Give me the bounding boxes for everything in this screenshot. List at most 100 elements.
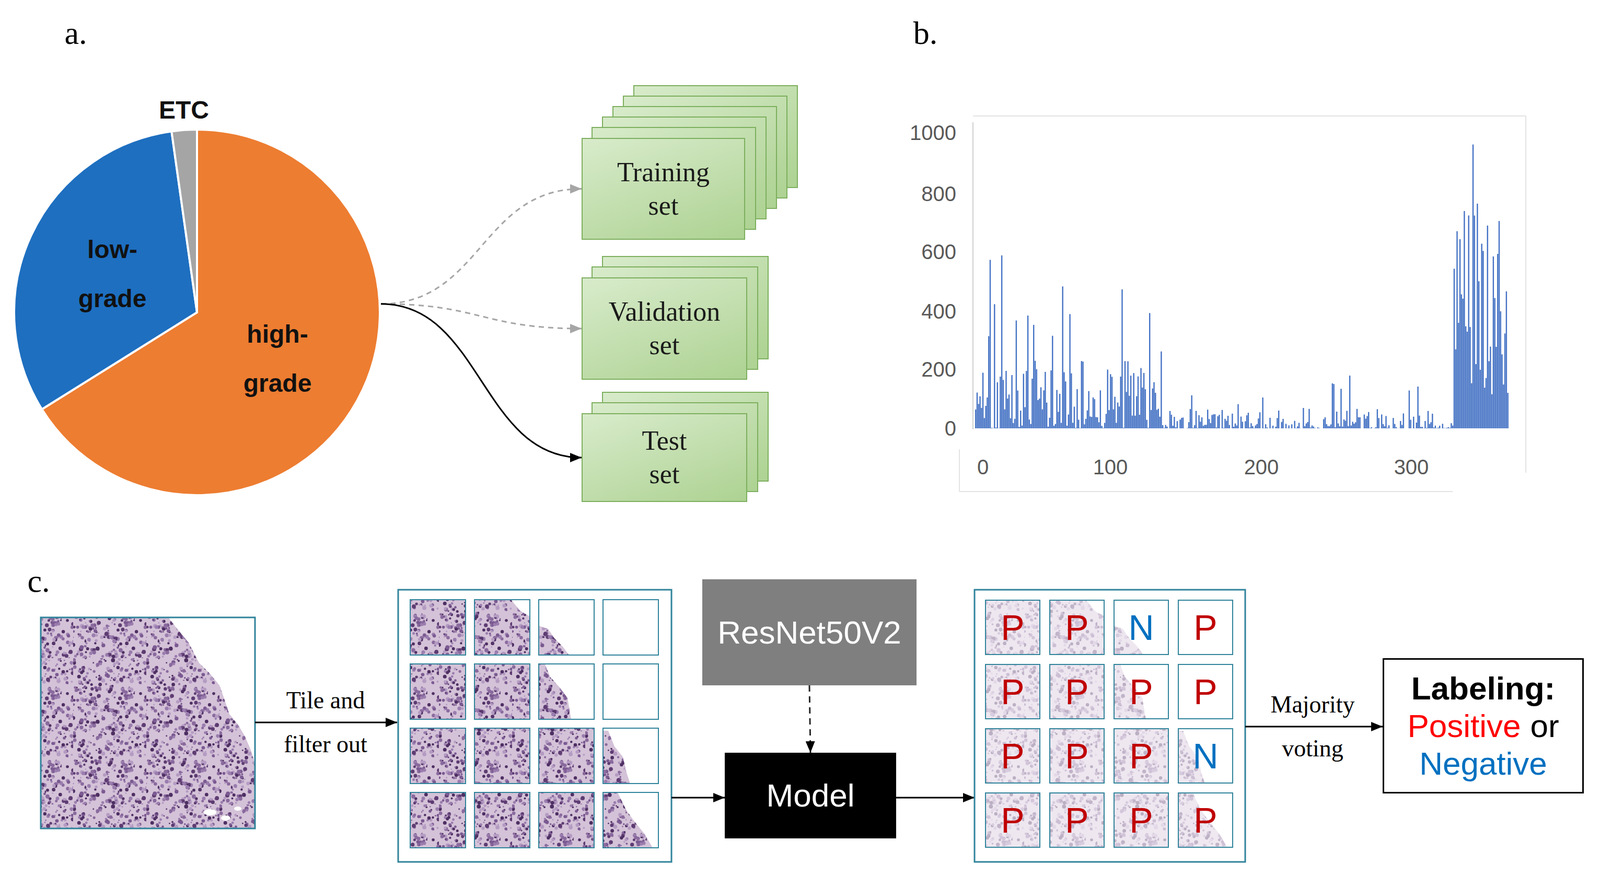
bar	[1137, 376, 1139, 429]
bar	[1195, 411, 1197, 429]
bar	[1064, 381, 1066, 429]
bar	[1100, 425, 1103, 429]
text-row: P	[1000, 606, 1025, 649]
tile-box: P	[984, 792, 1041, 849]
bar	[1132, 373, 1134, 429]
bar	[1198, 415, 1200, 429]
bar	[1229, 425, 1231, 429]
node-text: P	[1129, 670, 1153, 713]
bar	[1417, 386, 1419, 429]
tile-outline	[410, 599, 466, 656]
tile-outline	[603, 599, 659, 656]
bar	[1306, 422, 1308, 429]
bar	[1202, 425, 1204, 429]
bar	[1356, 409, 1358, 429]
bar	[1315, 428, 1317, 430]
bar	[1340, 388, 1342, 429]
bar	[1077, 420, 1080, 430]
bar	[1167, 428, 1169, 430]
bar	[1343, 419, 1345, 429]
bar	[1420, 426, 1422, 429]
bar	[1488, 361, 1490, 430]
tile-outline	[538, 792, 595, 849]
bar	[1095, 416, 1097, 429]
bar	[1111, 376, 1113, 429]
bar	[1105, 413, 1107, 429]
node-text: or	[1529, 707, 1559, 746]
panel-letter: a.	[64, 14, 87, 52]
bar	[1121, 289, 1123, 429]
tissue-tile	[1049, 792, 1105, 849]
tissue-tile	[474, 599, 530, 656]
node-content: P	[1064, 799, 1089, 842]
bar	[986, 397, 988, 429]
bar	[1345, 421, 1347, 430]
node-content: P	[1000, 735, 1025, 778]
bar	[1276, 418, 1278, 429]
bar	[988, 336, 990, 430]
bar	[1169, 411, 1171, 429]
text-row: Model	[766, 776, 855, 816]
bar	[1089, 416, 1091, 429]
bar	[1068, 414, 1070, 430]
bar	[1098, 422, 1100, 429]
bar	[983, 418, 985, 429]
bar	[1418, 415, 1420, 429]
text-row: P	[1000, 735, 1025, 778]
node-text: P	[1000, 735, 1025, 778]
bar	[1273, 428, 1275, 430]
tile-box: P	[1049, 599, 1105, 656]
bar	[1372, 428, 1374, 430]
bar	[1024, 407, 1026, 430]
pie-slice	[171, 129, 197, 313]
bar	[1294, 421, 1296, 429]
bar	[1205, 424, 1207, 429]
bar	[1031, 378, 1033, 429]
tissue-tile	[474, 792, 530, 849]
axis-tick: 0	[944, 416, 957, 441]
bar	[1190, 395, 1192, 429]
tile-box: P	[1113, 728, 1169, 784]
slice-label: low- grade	[67, 225, 157, 324]
bar	[1334, 427, 1336, 429]
tile-box: P	[1177, 664, 1234, 720]
bar	[1366, 416, 1368, 430]
bar	[1403, 413, 1405, 430]
bar	[1480, 244, 1482, 430]
bar	[1289, 428, 1291, 430]
node-text: P	[1000, 799, 1025, 842]
bar	[1296, 426, 1298, 429]
node-content: P	[1193, 670, 1217, 713]
bar	[1483, 387, 1486, 429]
bar	[1263, 427, 1265, 430]
bar	[1369, 427, 1371, 430]
node-text: Test set	[630, 424, 699, 492]
bar	[1230, 428, 1232, 430]
bar	[1385, 415, 1387, 429]
bar	[1501, 354, 1503, 429]
bar	[1012, 423, 1014, 429]
bar	[1474, 215, 1476, 429]
chart-frame	[958, 449, 960, 492]
bar	[1147, 427, 1149, 429]
node-content: P	[1129, 670, 1153, 713]
bar	[1210, 423, 1212, 429]
bar	[979, 396, 981, 429]
bar	[1186, 427, 1188, 430]
bar	[1321, 428, 1323, 430]
tissue-section	[40, 617, 255, 829]
bar	[1453, 268, 1455, 429]
bar	[1446, 427, 1448, 429]
node-text: Validation set	[599, 295, 730, 363]
bar	[1295, 427, 1297, 430]
tile-box: P	[1049, 664, 1105, 720]
bar	[1049, 418, 1051, 429]
axis-tick: 200	[1244, 455, 1280, 480]
bar	[1091, 416, 1093, 429]
node-text: P	[1193, 799, 1217, 842]
bar	[1381, 414, 1383, 429]
bar	[1364, 419, 1366, 430]
bar	[1099, 390, 1101, 429]
bar	[1126, 391, 1128, 429]
bar	[1069, 314, 1071, 429]
